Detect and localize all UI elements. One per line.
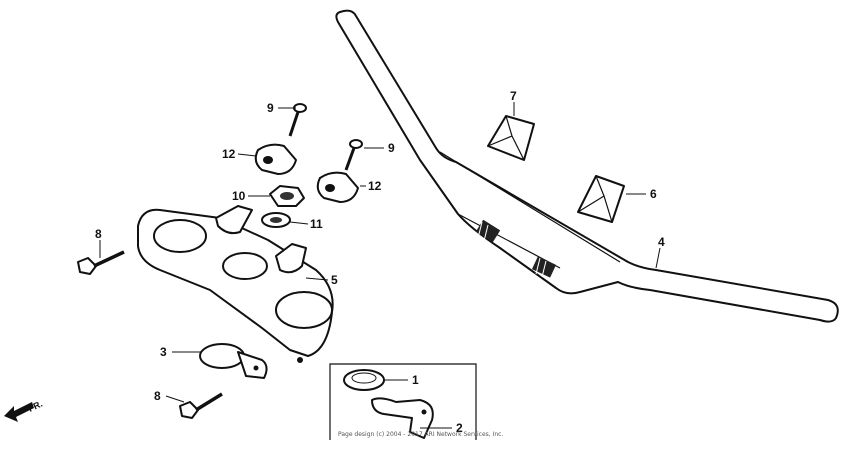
callout-2: 2 <box>456 421 463 435</box>
callout-8-lower: 8 <box>154 389 161 403</box>
bolt-9-left[interactable] <box>288 103 307 137</box>
pinch-bolt-8-upper[interactable] <box>77 250 125 275</box>
copyright-watermark: Page design (c) 2004 - 2017 ARI Network … <box>338 431 503 438</box>
bolt-9-right[interactable] <box>344 139 363 171</box>
knurl-band-right <box>531 256 557 278</box>
clamp-3[interactable] <box>199 343 268 379</box>
handlebar-pad-6[interactable] <box>577 175 625 223</box>
upper-fork-bridge[interactable] <box>137 205 334 363</box>
handlebar-holder-12-right[interactable] <box>316 171 359 203</box>
handlebar-holder-12-left[interactable] <box>254 143 297 175</box>
callout-5: 5 <box>331 273 338 287</box>
bracket-2[interactable] <box>371 397 434 439</box>
leader-lines <box>99 102 661 429</box>
callout-12-left: 12 <box>222 147 236 161</box>
callout-3: 3 <box>160 345 167 359</box>
knurl-band-left <box>475 219 501 243</box>
callout-6: 6 <box>650 187 657 201</box>
callout-1: 1 <box>412 373 419 387</box>
callout-11: 11 <box>310 217 323 231</box>
callout-labels: 9 9 12 12 10 11 8 5 3 8 7 6 4 1 2 <box>95 89 665 435</box>
steering-stem-nut[interactable] <box>269 185 305 207</box>
callout-9-right: 9 <box>388 141 395 155</box>
handlebar[interactable] <box>335 9 839 323</box>
callout-12-right: 12 <box>368 179 382 193</box>
direction-label: FR. <box>27 399 44 414</box>
callout-9-left: 9 <box>267 101 274 115</box>
clamp-1[interactable] <box>343 369 385 391</box>
callout-8-upper: 8 <box>95 227 102 241</box>
callout-7: 7 <box>510 89 517 103</box>
pinch-bolt-8-lower[interactable] <box>179 392 223 419</box>
front-direction-arrow: FR. <box>4 399 44 422</box>
inset-box <box>329 363 477 440</box>
handlebar-pad-7[interactable] <box>487 115 535 161</box>
callout-4: 4 <box>658 235 665 249</box>
washer-11[interactable] <box>261 212 291 228</box>
callout-10: 10 <box>232 189 246 203</box>
